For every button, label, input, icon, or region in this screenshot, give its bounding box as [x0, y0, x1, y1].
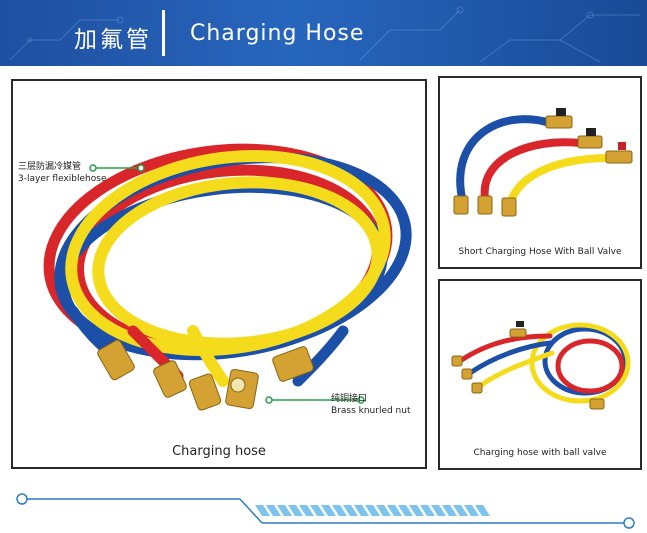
short-hose-caption: Short Charging Hose With Ball Valve: [458, 247, 622, 257]
footer-decoration: [16, 493, 635, 529]
header-banner: 加氟管 Charging Hose: [0, 0, 647, 66]
ball-valve-caption: Charging hose with ball valve: [473, 448, 607, 458]
callout-nut-en: Brass knurled nut: [331, 406, 411, 416]
callout-nut-cn: 纯铜接口: [331, 394, 368, 404]
callout-line-hose: [89, 164, 145, 172]
banner-hex-pattern: [9, 6, 640, 63]
ball-valve-hose-image: [451, 321, 631, 410]
callout-hose-en: 3-layer flexiblehose: [18, 174, 107, 184]
callout-hose-cn: 三层防漏冷媒管: [18, 162, 82, 172]
ball-valve-hose-panel: Charging hose with ball valve: [438, 279, 642, 470]
title-divider: [162, 10, 165, 56]
page-title-cn: 加氟管: [74, 27, 152, 53]
short-hose-panel: Short Charging Hose With Ball Valve: [438, 76, 642, 269]
callout-line-nut: [265, 396, 365, 404]
main-product-panel: 三层防漏冷媒管 3-layer flexiblehose 纯铜接口 Brass …: [11, 79, 427, 469]
page-title-en: Charging Hose: [190, 21, 365, 46]
main-caption: Charging hose: [172, 444, 266, 459]
short-hose-image: [453, 108, 633, 217]
callout-nut-label: 纯铜接口 Brass knurled nut: [331, 393, 411, 417]
charging-hose-image: [43, 143, 412, 411]
callout-hose-label: 三层防漏冷媒管 3-layer flexiblehose: [18, 161, 106, 185]
